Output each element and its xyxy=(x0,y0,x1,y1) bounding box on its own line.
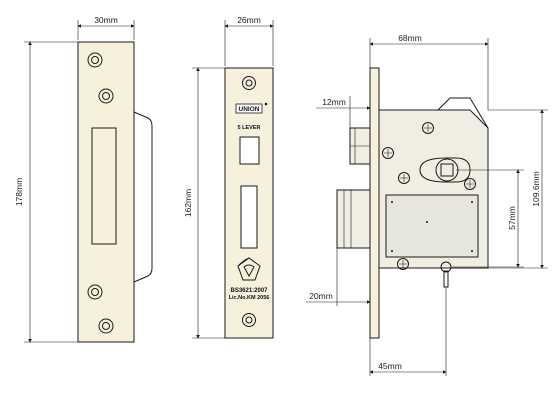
latch-projection xyxy=(336,189,371,249)
screw-hole xyxy=(87,52,103,68)
registered-mark-icon xyxy=(264,102,268,106)
strike-plate-view: 30mm 178mm xyxy=(14,15,153,343)
brand-label: UNION xyxy=(239,106,260,113)
strike-width-label: 30mm xyxy=(94,15,118,25)
screw-hole xyxy=(87,284,103,300)
deadbolt-slot xyxy=(239,136,260,165)
screw-hole xyxy=(242,76,256,90)
screw-hole xyxy=(98,88,114,104)
latch-slot xyxy=(240,185,258,249)
lock-body-view: 68mm 12mm 20mm xyxy=(306,33,548,376)
lever-label: 5 LEVER xyxy=(238,125,261,131)
licence-label: Lic.No.KM 2056 xyxy=(229,295,270,301)
bolt-opening xyxy=(91,127,117,245)
centres-label: 57mm xyxy=(507,206,517,230)
standard-label: BS3621:2007 xyxy=(230,288,268,294)
backset-label: 45mm xyxy=(378,361,402,371)
case-screw-icon xyxy=(422,122,434,134)
rivet xyxy=(391,201,393,203)
front-height-label: 162mm xyxy=(183,189,193,217)
strike-lip xyxy=(133,111,153,283)
forend-side xyxy=(369,67,380,339)
lever-plate xyxy=(385,194,479,258)
rivet xyxy=(426,221,428,223)
lower-projection-label: 20mm xyxy=(309,291,333,301)
rivet xyxy=(471,201,473,203)
case-screw-icon xyxy=(464,178,476,190)
body-depth-label: 68mm xyxy=(398,33,422,43)
case-screw-icon xyxy=(398,172,410,184)
front-width-label: 26mm xyxy=(237,15,261,25)
rivet xyxy=(471,250,473,252)
screw-hole xyxy=(98,318,114,334)
screw-hole xyxy=(242,313,256,327)
case-screw-icon xyxy=(382,147,394,159)
case-screw-icon xyxy=(397,258,409,270)
strike-height-label: 178mm xyxy=(14,178,24,206)
bolt-projection-label: 12mm xyxy=(322,97,346,107)
brand-badge xyxy=(235,103,263,114)
body-height-label: 109.6mm xyxy=(531,171,541,206)
kitemark-icon xyxy=(237,257,261,281)
case-tab xyxy=(437,97,489,129)
rivet xyxy=(391,250,393,252)
strike-plate xyxy=(77,41,135,343)
forend-view: 26mm 162mm UNION 5 LEVER BS3621:2007 Lic… xyxy=(183,15,274,339)
